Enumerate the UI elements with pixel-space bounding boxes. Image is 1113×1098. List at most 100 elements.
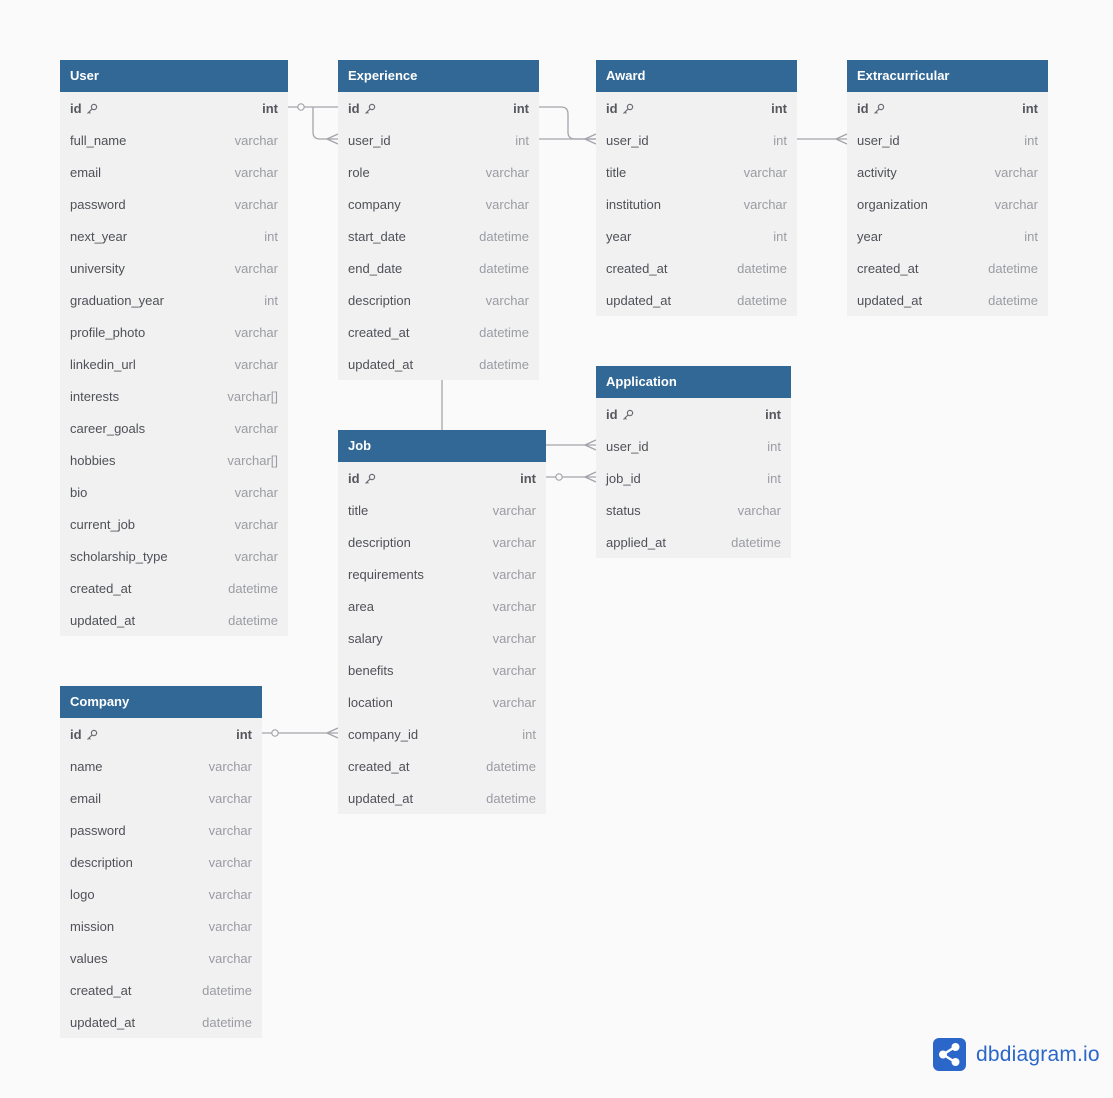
field-name: profile_photo bbox=[70, 324, 146, 340]
link-experience-award bbox=[539, 106, 596, 140]
field-type: varchar bbox=[234, 420, 278, 436]
table-header-extracurricular[interactable]: Extracurricular bbox=[847, 60, 1048, 92]
field-name-wrap: area bbox=[348, 599, 374, 614]
brand-logo[interactable]: dbdiagram.io bbox=[933, 1038, 1100, 1071]
field-name-wrap: full_name bbox=[70, 133, 126, 148]
brand-name: dbdiagram.io bbox=[976, 1042, 1100, 1066]
table-header-company[interactable]: Company bbox=[60, 686, 262, 718]
field-name-wrap: updated_at bbox=[70, 1015, 135, 1030]
field-name-wrap: company_id bbox=[348, 727, 418, 742]
field-name-wrap: activity bbox=[857, 165, 897, 180]
table-header-user[interactable]: User bbox=[60, 60, 288, 92]
field-row[interactable]: profile_photo varchar bbox=[60, 316, 288, 348]
link-zero-one-marker bbox=[297, 103, 305, 111]
field-name: user_id bbox=[857, 132, 900, 148]
table-header-application[interactable]: Application bbox=[596, 366, 791, 398]
field-name-wrap: email bbox=[70, 791, 101, 806]
table-header-experience[interactable]: Experience bbox=[338, 60, 539, 92]
table-header-award[interactable]: Award bbox=[596, 60, 797, 92]
field-type: varchar bbox=[234, 324, 278, 340]
field-name: start_date bbox=[348, 228, 406, 244]
link-crow-foot-marker bbox=[584, 439, 597, 451]
field-name-wrap: id bbox=[606, 101, 634, 116]
table-header-job[interactable]: Job bbox=[338, 430, 546, 462]
field-name: location bbox=[348, 694, 393, 710]
field-name-wrap: created_at bbox=[348, 759, 409, 774]
